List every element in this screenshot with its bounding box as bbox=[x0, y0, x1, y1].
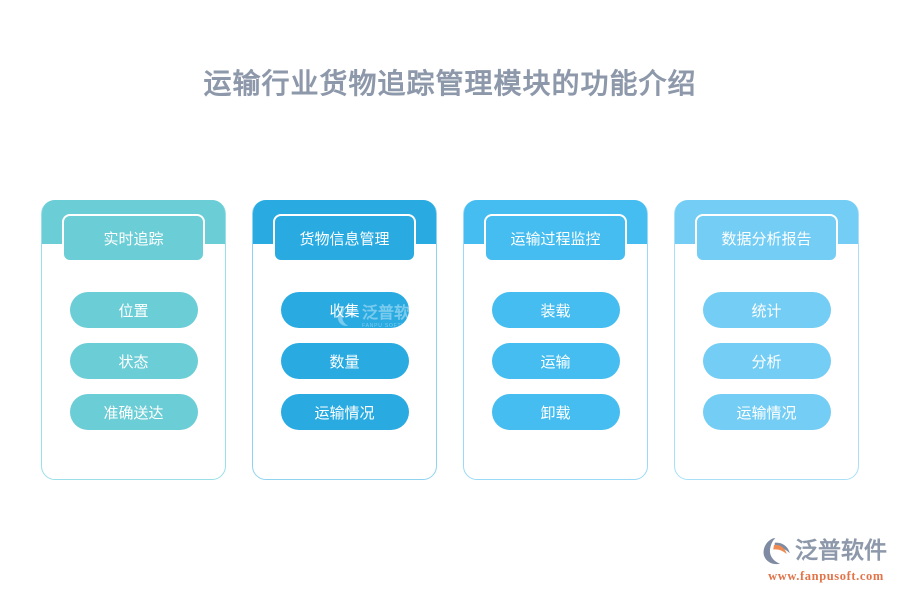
card-item-list: 收集 数量 运输情况 bbox=[252, 292, 437, 430]
card-item[interactable]: 分析 bbox=[702, 343, 831, 379]
card-item[interactable]: 收集 bbox=[280, 292, 409, 328]
card-item[interactable]: 位置 bbox=[69, 292, 198, 328]
brand-name: 泛普软件 bbox=[795, 537, 887, 564]
card-item[interactable]: 运输 bbox=[491, 343, 620, 379]
feature-column-data-analysis-report: 数据分析报告 统计 分析 运输情况 bbox=[674, 200, 859, 480]
card-item-list: 位置 状态 准确送达 bbox=[41, 292, 226, 430]
card-item[interactable]: 准确送达 bbox=[69, 394, 198, 430]
card-item[interactable]: 数量 bbox=[280, 343, 409, 379]
card-item[interactable]: 状态 bbox=[69, 343, 198, 379]
brand-url: www.fanpusoft.com bbox=[768, 569, 884, 583]
card-item[interactable]: 卸载 bbox=[491, 394, 620, 430]
feature-column-realtime-tracking: 实时追踪 位置 状态 准确送达 bbox=[41, 200, 226, 480]
card-header-data-analysis-report[interactable]: 数据分析报告 bbox=[695, 214, 838, 262]
card-item[interactable]: 装载 bbox=[491, 292, 620, 328]
page-title: 运输行业货物追踪管理模块的功能介绍 bbox=[203, 67, 697, 100]
feature-column-cargo-info-management: 货物信息管理 收集 数量 运输情况 bbox=[252, 200, 437, 480]
card-item[interactable]: 运输情况 bbox=[280, 394, 409, 430]
card-header-realtime-tracking[interactable]: 实时追踪 bbox=[62, 214, 205, 262]
brand-logo: 泛普软件 www.fanpusoft.com bbox=[762, 536, 890, 586]
card-item[interactable]: 统计 bbox=[702, 292, 831, 328]
card-item-list: 装载 运输 卸载 bbox=[463, 292, 648, 430]
card-item[interactable]: 运输情况 bbox=[702, 394, 831, 430]
card-item-list: 统计 分析 运输情况 bbox=[674, 292, 859, 430]
feature-columns: 实时追踪 位置 状态 准确送达 货物信息管理 收集 数量 运输情况 运输过程监控… bbox=[41, 200, 859, 480]
fanpu-logo-icon bbox=[762, 536, 792, 566]
feature-column-transport-process-monitoring: 运输过程监控 装载 运输 卸载 bbox=[463, 200, 648, 480]
card-header-transport-process-monitoring[interactable]: 运输过程监控 bbox=[484, 214, 627, 262]
brand-row: 泛普软件 bbox=[762, 536, 890, 566]
card-header-cargo-info-management[interactable]: 货物信息管理 bbox=[273, 214, 416, 262]
